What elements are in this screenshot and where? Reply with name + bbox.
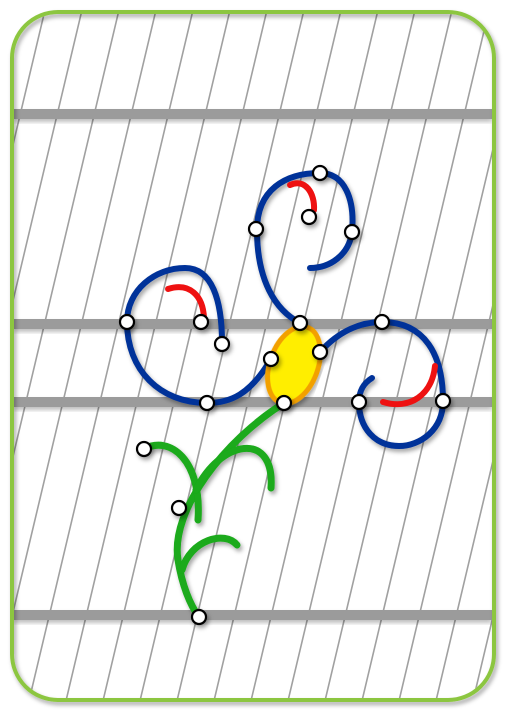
stem-right-sprig xyxy=(196,448,271,490)
node-marker xyxy=(192,610,206,624)
node-marker xyxy=(215,337,229,351)
node-marker xyxy=(345,225,359,239)
right-curl xyxy=(320,322,443,446)
node-marker xyxy=(249,222,263,236)
horizontal-guide-bars xyxy=(14,109,492,620)
node-marker xyxy=(277,396,291,410)
node-marker xyxy=(375,315,389,329)
node-marker xyxy=(293,316,307,330)
node-marker xyxy=(302,210,316,224)
node-marker xyxy=(200,396,214,410)
guide-bar xyxy=(14,610,492,620)
node-marker xyxy=(137,442,151,456)
node-marker xyxy=(264,352,278,366)
node-marker xyxy=(313,345,327,359)
node-marker xyxy=(352,395,366,409)
top-accent xyxy=(290,183,314,210)
node-marker xyxy=(436,394,450,408)
node-marker xyxy=(172,501,186,515)
node-marker xyxy=(120,315,134,329)
guide-bar xyxy=(14,109,492,119)
node-marker xyxy=(313,166,327,180)
guide-bar xyxy=(14,319,492,329)
left-accent xyxy=(168,287,204,318)
left-curl xyxy=(127,268,271,403)
stem-group xyxy=(144,403,284,617)
node-marker xyxy=(194,315,208,329)
stem-main xyxy=(177,403,284,617)
